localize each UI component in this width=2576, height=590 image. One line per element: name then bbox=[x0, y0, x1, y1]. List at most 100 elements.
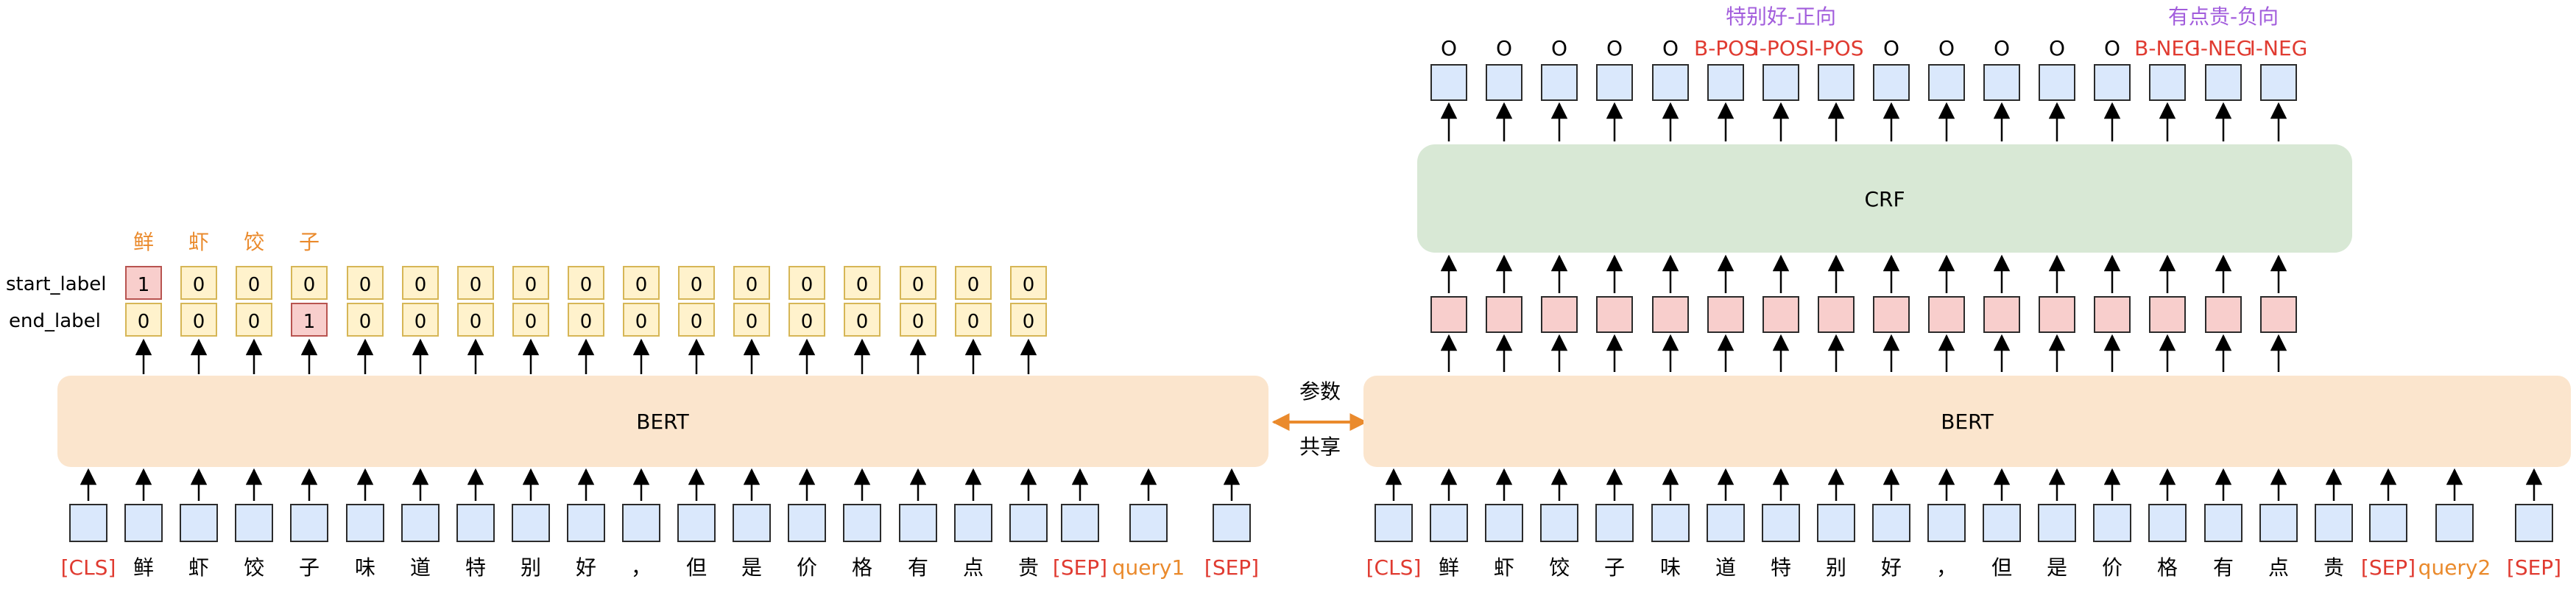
right-token-box bbox=[2369, 504, 2407, 542]
right-token-label: 道 bbox=[1715, 555, 1736, 580]
bio-tag: O bbox=[2049, 36, 2065, 60]
crf-output-box bbox=[1486, 64, 1522, 101]
hidden-to-bert-arrows bbox=[1440, 334, 2287, 372]
right-token-label: [SEP] bbox=[2507, 555, 2561, 580]
right-token-label: [SEP] bbox=[2361, 555, 2416, 580]
start-label-value: 0 bbox=[470, 274, 482, 296]
start-label-value: 0 bbox=[801, 274, 814, 296]
right-token-box bbox=[1540, 504, 1578, 542]
bio-tag: O bbox=[1441, 36, 1457, 60]
left-token-label: 点 bbox=[963, 555, 984, 580]
crf-output-box bbox=[1762, 64, 1799, 101]
end-label-cell bbox=[844, 303, 881, 337]
right-token-box bbox=[1375, 504, 1413, 542]
right-token-label: 特 bbox=[1771, 555, 1791, 580]
hidden-state-box bbox=[1596, 296, 1633, 333]
crf-output-arrows bbox=[1440, 102, 2287, 141]
end-label-cell bbox=[955, 303, 992, 337]
right-token-label: 贵 bbox=[2323, 555, 2344, 580]
left-token-label: 有 bbox=[908, 555, 928, 580]
right-token-label: 饺 bbox=[1549, 555, 1570, 580]
end-label-value: 0 bbox=[967, 311, 980, 333]
left-token-label: 是 bbox=[741, 555, 762, 580]
crf-output-box bbox=[1873, 64, 1910, 101]
start-label-value: 0 bbox=[525, 274, 537, 296]
end-label-cell bbox=[623, 303, 660, 337]
crf-output-box bbox=[1707, 64, 1744, 101]
left-model: BERT start_label end_label [CLS]鲜虾饺子味道特别… bbox=[6, 230, 1268, 580]
label-arrows bbox=[135, 338, 1037, 374]
bio-tag: O bbox=[1662, 36, 1679, 60]
bio-tag: I-POS bbox=[1753, 36, 1808, 60]
end-label-cell bbox=[900, 303, 936, 337]
right-model: BERT CRF [CLS]鲜虾饺子味道特别好，但是价格有点贵[SEP]quer… bbox=[1363, 4, 2571, 580]
start-label-cell bbox=[788, 266, 825, 300]
left-bert-label: BERT bbox=[636, 410, 689, 434]
right-token-box bbox=[2259, 504, 2298, 542]
crf-output-row bbox=[1430, 64, 2297, 101]
start-label-cell bbox=[236, 266, 272, 300]
start-label-cell bbox=[678, 266, 715, 300]
left-token-label: 虾 bbox=[188, 555, 209, 580]
left-token-label: [SEP] bbox=[1204, 555, 1259, 580]
right-token-label: query2 bbox=[2418, 555, 2491, 580]
left-token-label: 饺 bbox=[244, 555, 264, 580]
start-label-value: 0 bbox=[193, 274, 205, 296]
right-token-box bbox=[2435, 504, 2474, 542]
left-token-box bbox=[954, 504, 992, 542]
left-bert-box bbox=[57, 376, 1268, 467]
hidden-state-box bbox=[1430, 296, 1467, 333]
crf-output-box bbox=[1652, 64, 1689, 101]
end-label-value: 1 bbox=[303, 311, 316, 333]
end-label-value: 0 bbox=[525, 311, 537, 333]
right-token-label: 子 bbox=[1604, 555, 1625, 580]
bio-tag: O bbox=[2104, 36, 2120, 60]
right-token-label: 虾 bbox=[1494, 555, 1514, 580]
right-token-label: 鲜 bbox=[1439, 555, 1459, 580]
start-label-cell bbox=[733, 266, 770, 300]
left-input-arrows bbox=[80, 468, 1241, 501]
span-annotation: 有点贵-负向 bbox=[2168, 4, 2279, 29]
right-token-box bbox=[1485, 504, 1523, 542]
hidden-state-box bbox=[1652, 296, 1689, 333]
end-label-value: 0 bbox=[580, 311, 593, 333]
left-token-box bbox=[456, 504, 495, 542]
hidden-state-box bbox=[1486, 296, 1522, 333]
end-label-title: end_label bbox=[9, 310, 101, 332]
end-label-value: 0 bbox=[248, 311, 261, 333]
end-label-cell bbox=[236, 303, 272, 337]
left-token-box bbox=[1009, 504, 1048, 542]
right-input-arrows bbox=[1385, 468, 2543, 501]
right-token-label: [CLS] bbox=[1366, 555, 1422, 580]
left-token-label: 味 bbox=[355, 555, 375, 580]
crf-label: CRF bbox=[1864, 187, 1905, 211]
right-token-box bbox=[1983, 504, 2021, 542]
start-label-value: 1 bbox=[138, 274, 150, 296]
hidden-state-box bbox=[2039, 296, 2075, 333]
left-token-box bbox=[733, 504, 771, 542]
answer-span-chars: 鲜虾饺子 bbox=[133, 230, 320, 254]
left-token-label: 好 bbox=[576, 555, 596, 580]
end-label-value: 0 bbox=[856, 311, 869, 333]
hidden-state-box bbox=[1707, 296, 1744, 333]
right-token-label: ， bbox=[1936, 555, 1957, 580]
start-label-cell bbox=[512, 266, 549, 300]
right-token-box bbox=[1651, 504, 1690, 542]
answer-char: 子 bbox=[299, 230, 320, 254]
left-token-box bbox=[346, 504, 384, 542]
left-token-box bbox=[235, 504, 273, 542]
left-token-label: 别 bbox=[521, 555, 541, 580]
end-label-value: 0 bbox=[912, 311, 925, 333]
right-token-box bbox=[2093, 504, 2131, 542]
bio-tag: O bbox=[1496, 36, 1512, 60]
right-token-label: 别 bbox=[1826, 555, 1846, 580]
left-token-label: [CLS] bbox=[61, 555, 116, 580]
right-token-label: 但 bbox=[1991, 555, 2012, 580]
bio-tag: B-NEG bbox=[2134, 36, 2201, 60]
shared-params: 参数 共享 bbox=[1271, 379, 1368, 459]
left-token-box bbox=[1129, 504, 1168, 542]
right-token-box bbox=[1762, 504, 1800, 542]
start-label-cell bbox=[125, 266, 162, 300]
